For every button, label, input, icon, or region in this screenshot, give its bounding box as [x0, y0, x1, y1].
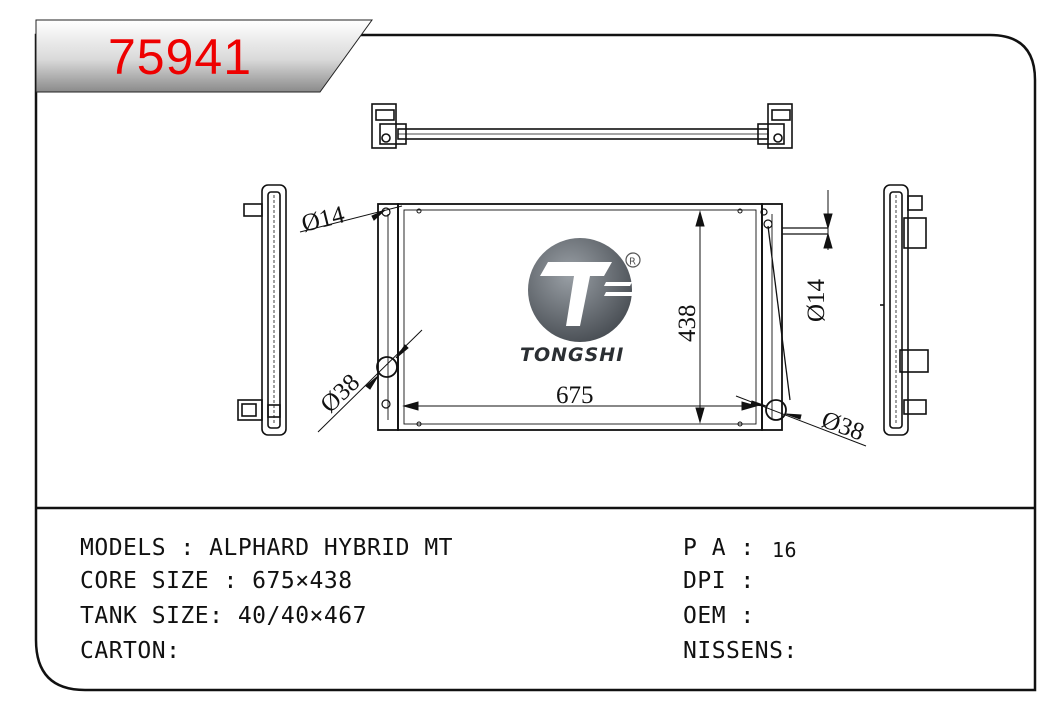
- dim-left-port-diameter: Ø38: [315, 369, 365, 418]
- dim-right-port-diameter: Ø38: [818, 406, 868, 446]
- registered-mark-icon: [625, 252, 641, 268]
- spec-pa-label: P A :: [683, 535, 755, 561]
- brand-logo: R TONGSHI: [520, 238, 641, 366]
- front-view: [376, 203, 828, 431]
- right-side-view: [880, 184, 929, 436]
- frame-border: [34, 33, 1037, 692]
- dimension-lines: [299, 190, 867, 447]
- spec-tank-size: TANK SIZE: 40/40×467: [80, 603, 367, 629]
- part-number: 75941: [108, 29, 253, 85]
- registered-mark: R: [629, 257, 636, 268]
- spec-dpi: DPI :: [683, 568, 755, 594]
- spec-core-size: CORE SIZE : 675×438: [80, 568, 353, 594]
- dim-core-width: 675: [556, 382, 594, 409]
- logo-emblem-cutout: [540, 262, 612, 326]
- spec-oem: OEM :: [683, 603, 755, 629]
- dim-core-height: 438: [674, 305, 701, 343]
- dim-outlet-pipe-diameter: Ø14: [803, 278, 830, 322]
- spec-pa-value: 16: [772, 538, 798, 562]
- left-side-view: [237, 184, 287, 436]
- brand-name: TONGSHI: [520, 344, 624, 366]
- spec-models: MODELS : ALPHARD HYBRID MT: [80, 535, 454, 561]
- top-view: [371, 103, 793, 149]
- spec-carton: CARTON:: [80, 638, 181, 664]
- header-tab: [35, 19, 373, 93]
- spec-nissens: NISSENS:: [683, 638, 798, 664]
- dim-inlet-diameter: Ø14: [299, 201, 348, 238]
